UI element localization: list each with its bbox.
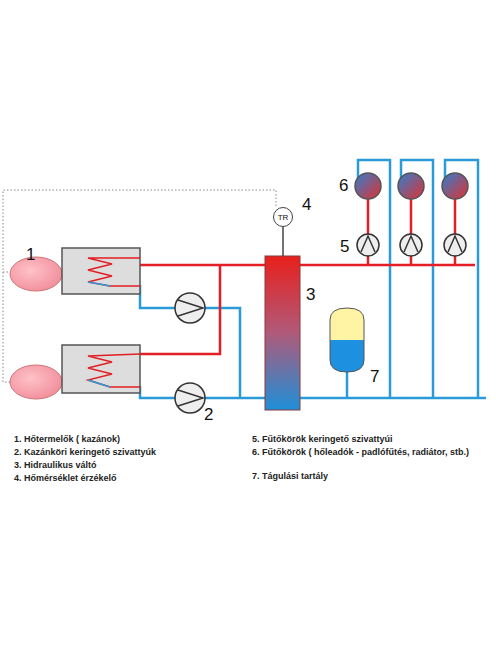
callout-number: 7 (370, 368, 379, 386)
callout-number: 2 (204, 406, 213, 424)
legend-item: 7. Tágulási tartály (252, 471, 487, 482)
legend-item: 6. Fűtőkörök ( hőleadók - padlófűtés, ra… (252, 447, 487, 458)
heat-emitter (355, 173, 468, 199)
legend-item: 4. Hőmérséklet érzékelő (14, 473, 249, 484)
legend-item: 5. Fűtőkörök keringető szivattyúi (252, 434, 487, 445)
callout-number: 4 (302, 196, 311, 214)
legend-item: 2. Kazánköri keringető szivattyúk (14, 447, 249, 458)
callout-number: 3 (306, 286, 315, 304)
sensor-stem (282, 227, 284, 256)
callout-number: 5 (340, 238, 349, 256)
legend-item: 1. Hőtermelők ( kazánok) (14, 434, 249, 445)
callout-number: 6 (339, 177, 348, 195)
temperature-sensor: TR (273, 207, 293, 227)
boiler (10, 345, 140, 399)
pump-symbol (357, 234, 466, 256)
legend-item: 3. Hidraulikus váltó (14, 460, 249, 471)
expansion-tank (330, 308, 364, 372)
callout-number: 1 (26, 246, 35, 264)
pump-symbol (175, 293, 205, 413)
supply-pipes (140, 199, 475, 354)
sensor-label: TR (278, 213, 289, 222)
hydraulic-separator (265, 256, 300, 410)
